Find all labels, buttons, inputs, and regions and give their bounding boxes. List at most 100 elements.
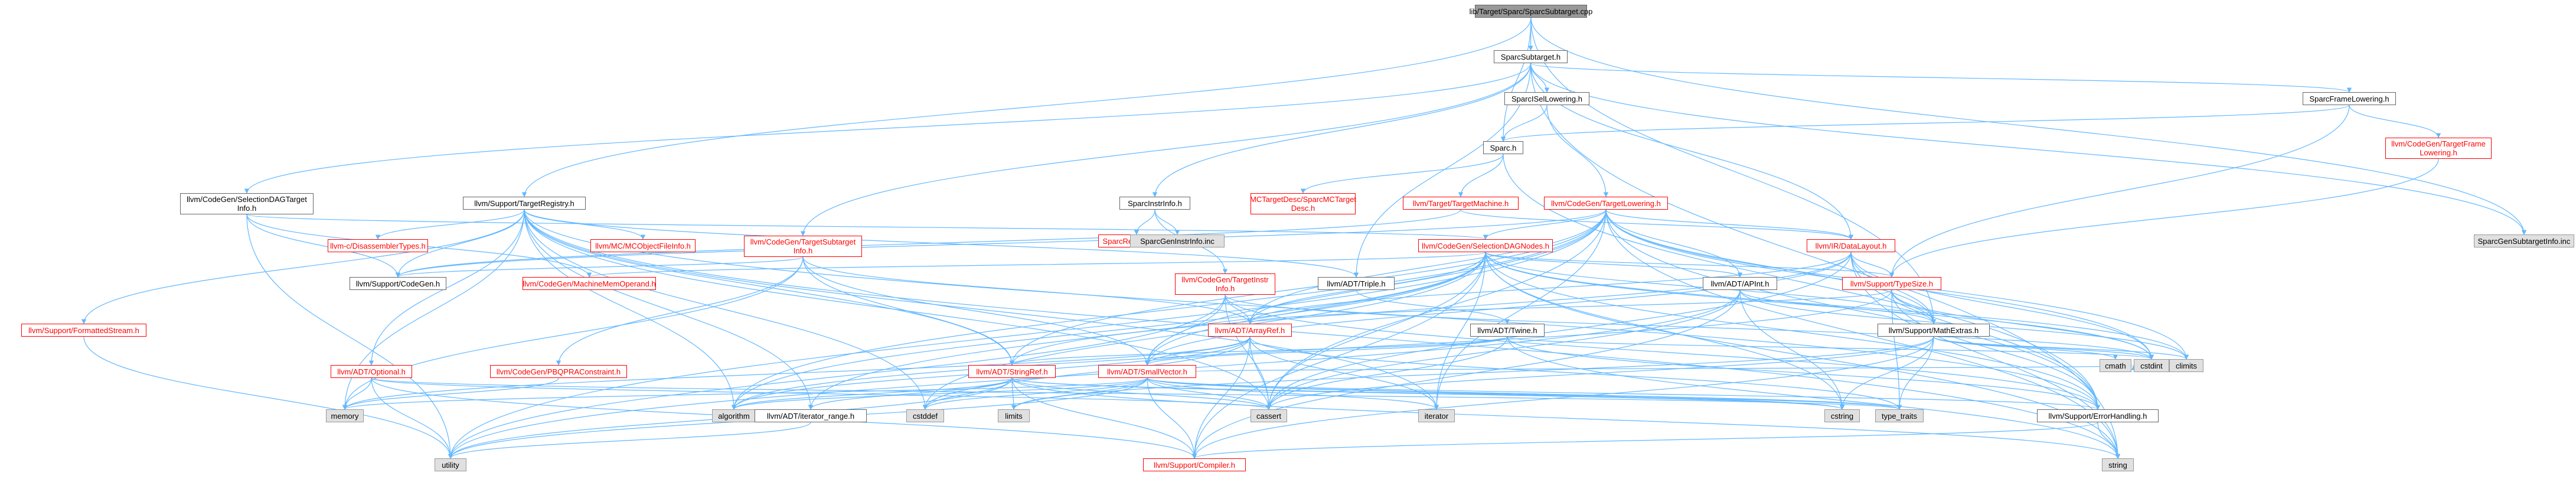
cstddef-node[interactable]: cstddef: [906, 409, 944, 422]
data-layout-h-node[interactable]: llvm/IR/DataLayout.h: [1807, 239, 1895, 252]
edge-target_registry_h-to-string: [524, 209, 2121, 459]
edge-data_layout_h-to-cstdint: [1850, 252, 2154, 360]
edge-sparc_frame_lowering_h-to-type_size_h: [1889, 105, 2350, 278]
edge-apint_h-to-cstring: [1739, 289, 1845, 410]
type-size-h-node[interactable]: llvm/Support/TypeSize.h: [1842, 277, 1941, 290]
memory-node[interactable]: memory: [326, 409, 364, 422]
edge-small_vector_h-to-memory: [342, 377, 1148, 410]
edge-target_lowering_h-to-string_ref_h: [1009, 209, 1607, 366]
edge-seldag_nodes_h-to-cstddef: [922, 252, 1486, 410]
edge-twine_h-to-string_ref_h: [1010, 336, 1508, 366]
seldag-target-info-h-node[interactable]: llvm/CodeGen/SelectionDAGTarget Info.h: [180, 193, 314, 214]
edge-apint_h-to-cassert: [1266, 289, 1741, 410]
edge-target_registry_h-to-string_ref_h: [524, 209, 1015, 366]
string-ref-h-node[interactable]: llvm/ADT/StringRef.h: [968, 365, 1056, 378]
edge-data_layout_h-to-string_ref_h: [1009, 252, 1852, 366]
target-subtarget-info-h-node[interactable]: llvm/CodeGen/TargetSubtarget Info.h: [744, 236, 862, 257]
edge-target_registry_h-to-algorithm: [524, 209, 737, 410]
edge-math_extras_h-to-compiler_h: [1191, 336, 1934, 459]
iterator-range-h-node[interactable]: llvm/ADT/iterator_range.h: [755, 409, 867, 422]
edge-math_extras_h-to-type_traits: [1896, 336, 1934, 410]
sparc-gen-subtarget-info-inc-node[interactable]: SparcGenSubtargetInfo.inc: [2474, 234, 2574, 247]
pbqp-constraint-h-node[interactable]: llvm/CodeGen/PBQPRAConstraint.h: [490, 365, 627, 378]
edge-target_subtarget_info_h-to-small_vector_h: [802, 256, 1150, 366]
edge-target_instr_info_h-to-cstdint: [1225, 294, 2154, 360]
edge-string_ref_h-to-cassert: [1011, 377, 1272, 410]
edge-type_size_h-to-error_handling_h: [1891, 289, 2101, 410]
edge-sparc_subtarget_h-to-seldag_target_info_h: [244, 63, 1532, 194]
edge-small_vector_h-to-compiler_h: [1147, 377, 1197, 459]
edge-type_size_h-to-algorithm: [731, 289, 1892, 410]
edge-error_handling_h-to-string: [2097, 422, 2121, 459]
edge-target_registry_h-to-mc_object_file_info_h: [524, 209, 646, 240]
optional-h-node[interactable]: llvm/ADT/Optional.h: [331, 365, 412, 378]
edge-target_subtarget_info_h-to-array_ref_h: [802, 256, 1253, 324]
edge-array_ref_h-to-iterator: [1249, 336, 1439, 410]
sparc-gen-instr-info-inc-node[interactable]: SparcGenInstrInfo.inc: [1130, 234, 1225, 247]
edge-root-to-sparc_h: [1500, 17, 1532, 142]
sparc-frame-lowering-h-node[interactable]: SparcFrameLowering.h: [2303, 92, 2396, 105]
error-handling-h-node[interactable]: llvm/Support/ErrorHandling.h: [2037, 409, 2159, 422]
sparc-isel-lowering-h-node[interactable]: SparcISelLowering.h: [1504, 92, 1589, 105]
array-ref-h-node[interactable]: llvm/ADT/ArrayRef.h: [1208, 324, 1292, 337]
edge-twine_h-to-cassert: [1266, 336, 1508, 410]
string-node[interactable]: string: [2102, 458, 2134, 471]
edge-root-to-sparc_gen_subtarget_info_inc: [1530, 17, 2527, 235]
seldag-nodes-h-node[interactable]: llvm/CodeGen/SelectionDAGNodes.h: [1418, 239, 1553, 252]
climits-node[interactable]: climits: [2169, 359, 2203, 372]
edge-twine_h-to-string: [1507, 336, 2121, 459]
apint-h-node[interactable]: llvm/ADT/APInt.h: [1703, 277, 1777, 290]
mc-target-desc-h-node[interactable]: MCTargetDesc/SparcMCTarget Desc.h: [1250, 193, 1356, 214]
support-codegen-h-node[interactable]: llvm/Support/CodeGen.h: [350, 277, 446, 290]
edge-small_vector_h-to-cstddef: [922, 377, 1148, 410]
edge-sparc_subtarget_h-to-target_subtarget_info_h: [800, 63, 1532, 236]
cstdint-node[interactable]: cstdint: [2134, 359, 2169, 372]
edge-sparc_subtarget_h-to-sparc_instr_info_h: [1152, 63, 1532, 197]
mc-object-file-info-h-node[interactable]: llvm/MC/MCObjectFileInfo.h: [590, 239, 696, 252]
sparc-subtarget-h-node[interactable]: SparcSubtarget.h: [1494, 50, 1568, 63]
utility-node[interactable]: utility: [435, 458, 466, 471]
sparc-instr-info-h-node[interactable]: SparcInstrInfo.h: [1119, 197, 1190, 210]
target-instr-info-h-node[interactable]: llvm/CodeGen/TargetInstr Info.h: [1175, 273, 1275, 295]
target-frame-lowering-h-node[interactable]: llvm/CodeGen/TargetFrame Lowering.h: [2385, 138, 2492, 159]
edge-target_lowering_h-to-cassert: [1266, 209, 1607, 410]
formatted-stream-h-node[interactable]: llvm/Support/FormattedStream.h: [21, 324, 146, 337]
edge-target_instr_info_h-to-error_handling_h: [1225, 294, 2101, 410]
edge-seldag_nodes_h-to-type_size_h: [1485, 252, 1894, 278]
math-extras-h-node[interactable]: llvm/Support/MathExtras.h: [1878, 324, 1990, 337]
triple-h-node[interactable]: llvm/ADT/Triple.h: [1318, 277, 1395, 290]
edge-small_vector_h-to-cstdint: [1196, 365, 2135, 372]
root-file-node[interactable]: lib/Target/Sparc/SparcSubtarget.cpp: [1470, 5, 1592, 18]
machine-memory-operand-h-node[interactable]: llvm/CodeGen/MachineMemOperand.h: [523, 277, 656, 290]
edge-sparc_subtarget_h-to-sparc_isel_lowering_h: [1530, 63, 1550, 93]
edge-triple_h-to-twine_h: [1356, 289, 1510, 324]
type-traits-node[interactable]: type_traits: [1875, 409, 1924, 422]
edge-type_size_h-to-cstdint: [1891, 289, 2154, 360]
iterator-node[interactable]: iterator: [1418, 409, 1455, 422]
compiler-h-node[interactable]: llvm/Support/Compiler.h: [1143, 458, 1246, 471]
disassembler-types-h-node[interactable]: llvm-c/DisassemblerTypes.h: [328, 239, 428, 252]
edge-sparc_instr_info_h-to-sparc_gen_instr_info_inc: [1154, 209, 1180, 235]
small-vector-h-node[interactable]: llvm/ADT/SmallVector.h: [1098, 365, 1196, 378]
target-registry-h-node[interactable]: llvm/Support/TargetRegistry.h: [463, 197, 586, 210]
cstring-node[interactable]: cstring: [1824, 409, 1860, 422]
edge-array_ref_h-to-type_traits: [1249, 336, 1902, 410]
target-machine-h-node[interactable]: llvm/Target/TargetMachine.h: [1403, 197, 1519, 210]
twine-h-node[interactable]: llvm/ADT/Twine.h: [1470, 324, 1545, 337]
cmath-node[interactable]: cmath: [2100, 359, 2131, 372]
edge-data_layout_h-to-cassert: [1266, 252, 1852, 410]
edge-target_lowering_h-to-data_layout_h: [1605, 209, 1854, 240]
edge-string_ref_h-to-algorithm: [731, 377, 1013, 410]
edge-seldag_nodes_h-to-algorithm: [731, 252, 1486, 410]
limits-node[interactable]: limits: [998, 409, 1030, 422]
edge-small_vector_h-to-error_handling_h: [1147, 377, 2100, 410]
edge-sparc_subtarget_h-to-string: [1530, 63, 2121, 459]
target-lowering-h-node[interactable]: llvm/CodeGen/TargetLowering.h: [1544, 197, 1668, 210]
sparc-h-node[interactable]: Sparc.h: [1483, 141, 1523, 154]
edge-twine_h-to-error_handling_h: [1507, 336, 2101, 410]
edge-sparc_isel_lowering_h-to-target_lowering_h: [1546, 105, 1609, 197]
cassert-node[interactable]: cassert: [1251, 409, 1287, 422]
algorithm-node[interactable]: algorithm: [712, 409, 756, 422]
